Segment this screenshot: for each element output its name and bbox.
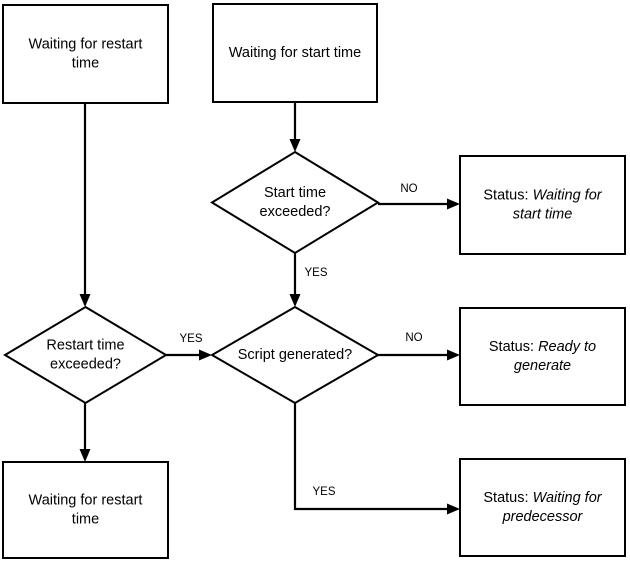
node-label-value: generate — [514, 358, 571, 374]
node-label: Start time — [264, 185, 326, 201]
flow-edge — [378, 198, 460, 210]
edge-label: YES — [304, 267, 327, 279]
node-label: exceeded? — [50, 356, 121, 372]
edge-label: NO — [405, 332, 422, 344]
flow-node-status-waiting-for-start-time[interactable]: Status: Waiting for start time — [459, 155, 626, 255]
flow-edge — [289, 102, 301, 152]
node-label-value: start time — [513, 206, 573, 222]
flow-node-waiting-start-time-top[interactable]: Waiting for start time — [212, 3, 378, 103]
node-label: Restart time — [46, 337, 124, 353]
edges-layer — [79, 102, 460, 515]
flow-node-waiting-restart-time-top[interactable]: Waiting for restart time — [2, 4, 169, 104]
flow-edge — [166, 349, 212, 361]
flow-node-start-time-exceeded[interactable]: Start time exceeded? — [210, 150, 380, 255]
process-rect-shape — [212, 3, 378, 103]
node-label: Waiting for start time — [229, 45, 361, 61]
flow-node-status-waiting-for-predecessor[interactable]: Status: Waiting for predecessor — [459, 458, 626, 557]
node-label: Status: Waiting for — [483, 187, 602, 203]
process-rect-shape — [459, 155, 626, 255]
flow-node-status-ready-to-generate[interactable]: Status: Ready to generate — [459, 307, 626, 406]
flow-edge — [289, 253, 301, 307]
node-label: generate — [514, 358, 571, 374]
process-rect-shape — [2, 4, 169, 104]
arrow-head-icon — [199, 349, 212, 361]
node-label: Status: Ready to — [489, 339, 596, 355]
decision-diamond-shape — [210, 305, 380, 405]
node-label-value: Waiting for — [533, 187, 603, 203]
node-label-prefix: Status: — [483, 187, 532, 203]
process-rect-shape — [459, 458, 626, 557]
arrow-head-icon — [447, 503, 460, 515]
node-label: Script generated? — [238, 347, 352, 363]
edge-label: NO — [400, 183, 417, 195]
edge-path — [293, 403, 455, 511]
arrow-head-icon — [447, 198, 460, 210]
node-label-value: predecessor — [502, 509, 584, 525]
node-label: exceeded? — [260, 204, 331, 220]
flow-edge — [293, 403, 460, 515]
decision-diamond-shape — [210, 150, 380, 255]
flow-edge — [79, 103, 91, 307]
node-label-value: Waiting for — [533, 490, 603, 506]
node-label-prefix: Status: — [489, 339, 538, 355]
arrow-head-icon — [289, 294, 301, 307]
edge-label: YES — [312, 486, 335, 498]
node-label: start time — [513, 206, 573, 222]
arrow-head-icon — [79, 449, 91, 462]
node-label: time — [72, 55, 99, 71]
decision-diamond-shape — [3, 305, 168, 405]
flow-edge — [378, 349, 460, 361]
node-label-value: Ready to — [538, 339, 596, 355]
node-label: Waiting for restart — [29, 492, 143, 508]
arrow-head-icon — [79, 294, 91, 307]
node-label: Status: Waiting for — [483, 490, 602, 506]
node-label: Waiting for restart — [29, 36, 143, 52]
edge-labels-layer: NO YES YES NO YES — [179, 183, 422, 498]
arrow-head-icon — [289, 139, 301, 152]
process-rect-shape — [459, 307, 626, 406]
node-label: time — [72, 511, 99, 527]
node-label-prefix: Status: — [483, 490, 532, 506]
flow-edge — [79, 403, 91, 462]
process-rect-shape — [2, 461, 169, 559]
flow-node-script-generated[interactable]: Script generated? — [210, 305, 380, 405]
arrow-head-icon — [447, 349, 460, 361]
flow-node-waiting-restart-time-bottom[interactable]: Waiting for restart time — [2, 461, 169, 559]
node-label: predecessor — [502, 509, 584, 525]
edge-label: YES — [179, 333, 202, 345]
flow-node-restart-time-exceeded[interactable]: Restart time exceeded? — [3, 305, 168, 405]
